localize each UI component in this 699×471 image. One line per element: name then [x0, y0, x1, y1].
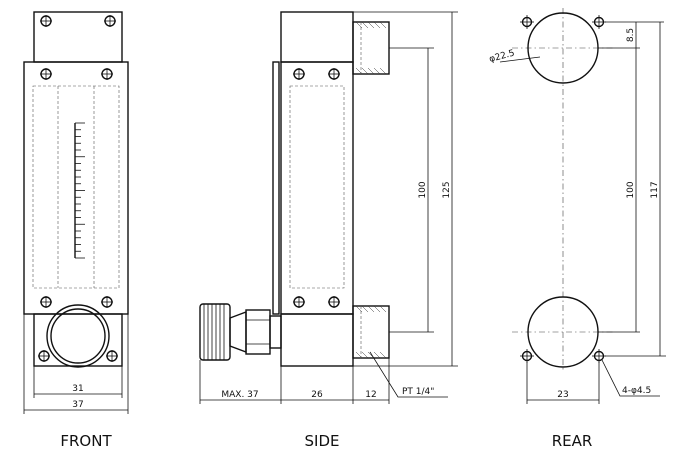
- rear-view-label: REAR: [552, 432, 593, 450]
- front-dim-inner-width: 31: [72, 384, 83, 394]
- front-scale-ticks: [75, 122, 85, 259]
- front-view-label: FRONT: [60, 432, 112, 450]
- side-dim-body: 26: [311, 390, 323, 400]
- side-top-bracket: [280, 11, 354, 63]
- rear-dim-inner-height: 100: [626, 181, 636, 198]
- side-bottom-port: [352, 305, 390, 359]
- rear-dim-offset: 8.5: [626, 28, 636, 42]
- front-bottom-bracket: [33, 313, 123, 367]
- rear-dim-outer-height: 117: [650, 181, 660, 198]
- side-dim-port: 12: [365, 390, 376, 400]
- front-glass-outline: [32, 85, 120, 289]
- front-top-bracket: [33, 11, 123, 63]
- front-body-screw-tr-icon: [101, 68, 113, 80]
- side-needle-valve: [199, 303, 282, 361]
- front-bottom-right-screw-icon: [106, 350, 118, 362]
- front-bottom-left-screw-icon: [38, 350, 50, 362]
- front-body: [23, 61, 129, 315]
- side-screw-tr-icon: [328, 68, 340, 80]
- rear-dim-holes: 4-φ4.5: [622, 386, 651, 396]
- side-dim-max: MAX. 37: [221, 390, 258, 400]
- rear-hole-tr-icon: [592, 15, 606, 29]
- front-body-screw-bl-icon: [40, 296, 52, 308]
- side-body: [280, 61, 354, 315]
- front-top-right-screw-icon: [104, 15, 116, 27]
- side-top-port-thread: [355, 21, 387, 75]
- rear-dim-width: 23: [557, 390, 568, 400]
- front-body-screw-tl-icon: [40, 68, 52, 80]
- side-bracket-plate: [272, 61, 280, 315]
- side-top-port: [352, 21, 390, 75]
- side-dim-inner-height: 100: [418, 181, 428, 198]
- rear-hole-br-icon: [592, 349, 606, 363]
- rear-view: φ22.5 8.5 100 117 23 4-φ4.5 REAR: [488, 8, 666, 450]
- front-body-screw-br-icon: [101, 296, 113, 308]
- side-screw-bl-icon: [293, 296, 305, 308]
- side-screw-br-icon: [328, 296, 340, 308]
- side-view-label: SIDE: [305, 432, 340, 450]
- side-bottom-block: [280, 313, 354, 367]
- front-knob: [46, 304, 110, 368]
- rear-diameter-leader: [499, 56, 541, 63]
- rear-hole-tl-icon: [520, 15, 534, 29]
- side-thread-leader: [369, 351, 448, 398]
- side-dim-thread: PT 1/4": [402, 387, 434, 397]
- side-bottom-port-thread: [355, 305, 387, 359]
- side-screw-tl-icon: [293, 68, 305, 80]
- side-dim-outer-height: 125: [442, 181, 452, 198]
- rear-dim-diameter: φ22.5: [488, 49, 516, 65]
- side-view: 100 125 MAX. 37 26 12 PT 1/4" SIDE: [199, 11, 458, 450]
- front-dim-outer-width: 37: [72, 400, 83, 410]
- rear-hole-bl-icon: [520, 349, 534, 363]
- front-view: 31 37 FRONT: [23, 11, 129, 450]
- front-top-left-screw-icon: [40, 15, 52, 27]
- rear-hole-leader: [601, 359, 660, 397]
